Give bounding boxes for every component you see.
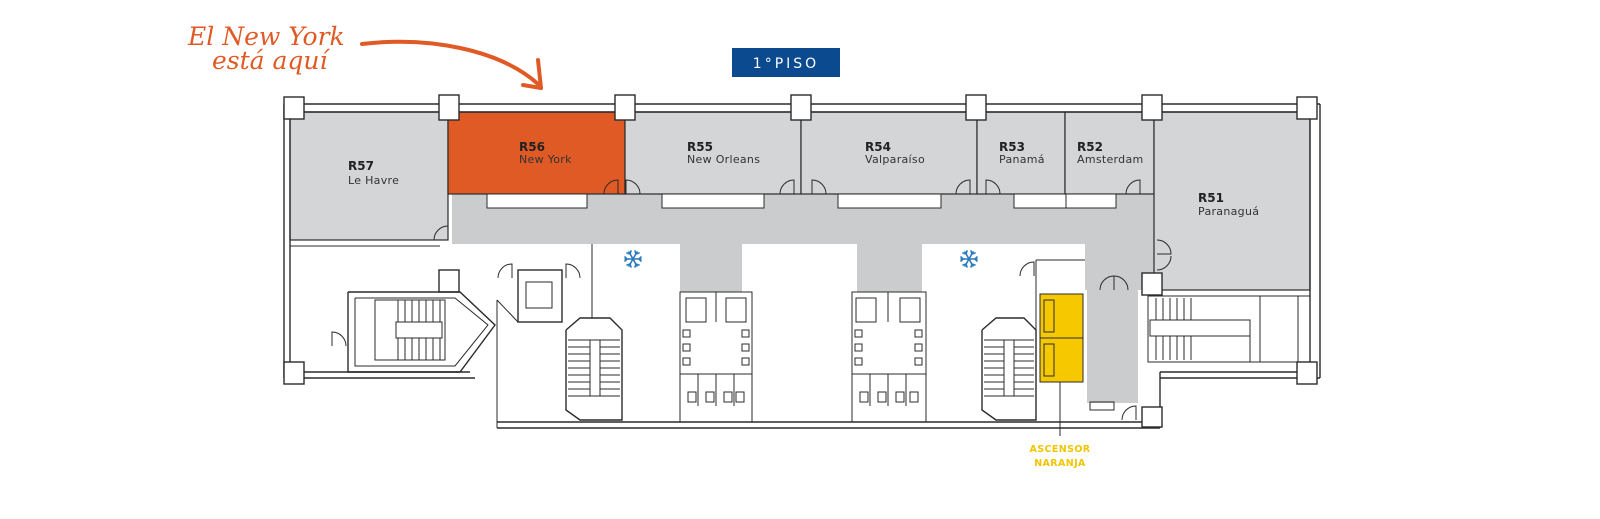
snowflake-icon: [960, 250, 978, 268]
restroom-left: [679, 291, 753, 423]
stairs-center-right: [981, 259, 1085, 421]
elevator-label-line2: NARANJA: [1034, 458, 1086, 469]
service-shaft: [496, 269, 563, 323]
room-code: R56: [519, 140, 545, 154]
arrow-head-icon: [521, 58, 543, 90]
stairs-left: [347, 291, 496, 373]
doors: [331, 179, 1172, 421]
room-name: Amsterdam: [1077, 153, 1144, 166]
stairs-center-left: [565, 244, 623, 421]
stairs-right: [1147, 295, 1299, 363]
callout-line1: El New York: [187, 22, 345, 51]
room-name: Panamá: [999, 153, 1045, 166]
room-r56[interactable]: R56 New York: [447, 111, 626, 209]
room-r57[interactable]: R57 Le Havre: [289, 111, 449, 241]
floor-label: 1°PISO: [753, 56, 819, 72]
callout: El New York está aquí: [187, 22, 543, 90]
room-name: Valparaíso: [865, 153, 925, 166]
room-code: R57: [348, 159, 374, 173]
room-code: R55: [687, 140, 713, 154]
callout-line2: está aquí: [212, 46, 331, 75]
room-r55[interactable]: R55 New Orleans: [624, 111, 802, 209]
room-r52[interactable]: R52 Amsterdam: [1064, 111, 1155, 209]
room-r54[interactable]: R54 Valparaíso: [800, 111, 978, 209]
elevator-naranja[interactable]: [1039, 293, 1084, 436]
room-name: Paranaguá: [1198, 205, 1259, 218]
snowflake-icon: [624, 250, 642, 268]
room-name: New Orleans: [687, 153, 760, 166]
elevator-label: ASCENSOR NARANJA: [1029, 444, 1090, 469]
restroom-right: [851, 291, 927, 423]
room-code: R52: [1077, 140, 1103, 154]
callout-arrow-icon: [360, 39, 540, 86]
room-name: Le Havre: [348, 174, 399, 187]
columns: [283, 94, 1318, 428]
service-panel: [1089, 401, 1115, 411]
floor-badge: 1°PISO: [732, 48, 840, 77]
room-r53[interactable]: R53 Panamá: [976, 111, 1067, 209]
room-code: R53: [999, 140, 1025, 154]
room-name: New York: [519, 153, 572, 166]
room-code: R51: [1198, 191, 1224, 205]
elevator-label-line1: ASCENSOR: [1029, 444, 1090, 455]
room-code: R54: [865, 140, 891, 154]
room-r51[interactable]: R51 Paranaguá: [1153, 111, 1311, 291]
corridor: [452, 194, 1157, 403]
